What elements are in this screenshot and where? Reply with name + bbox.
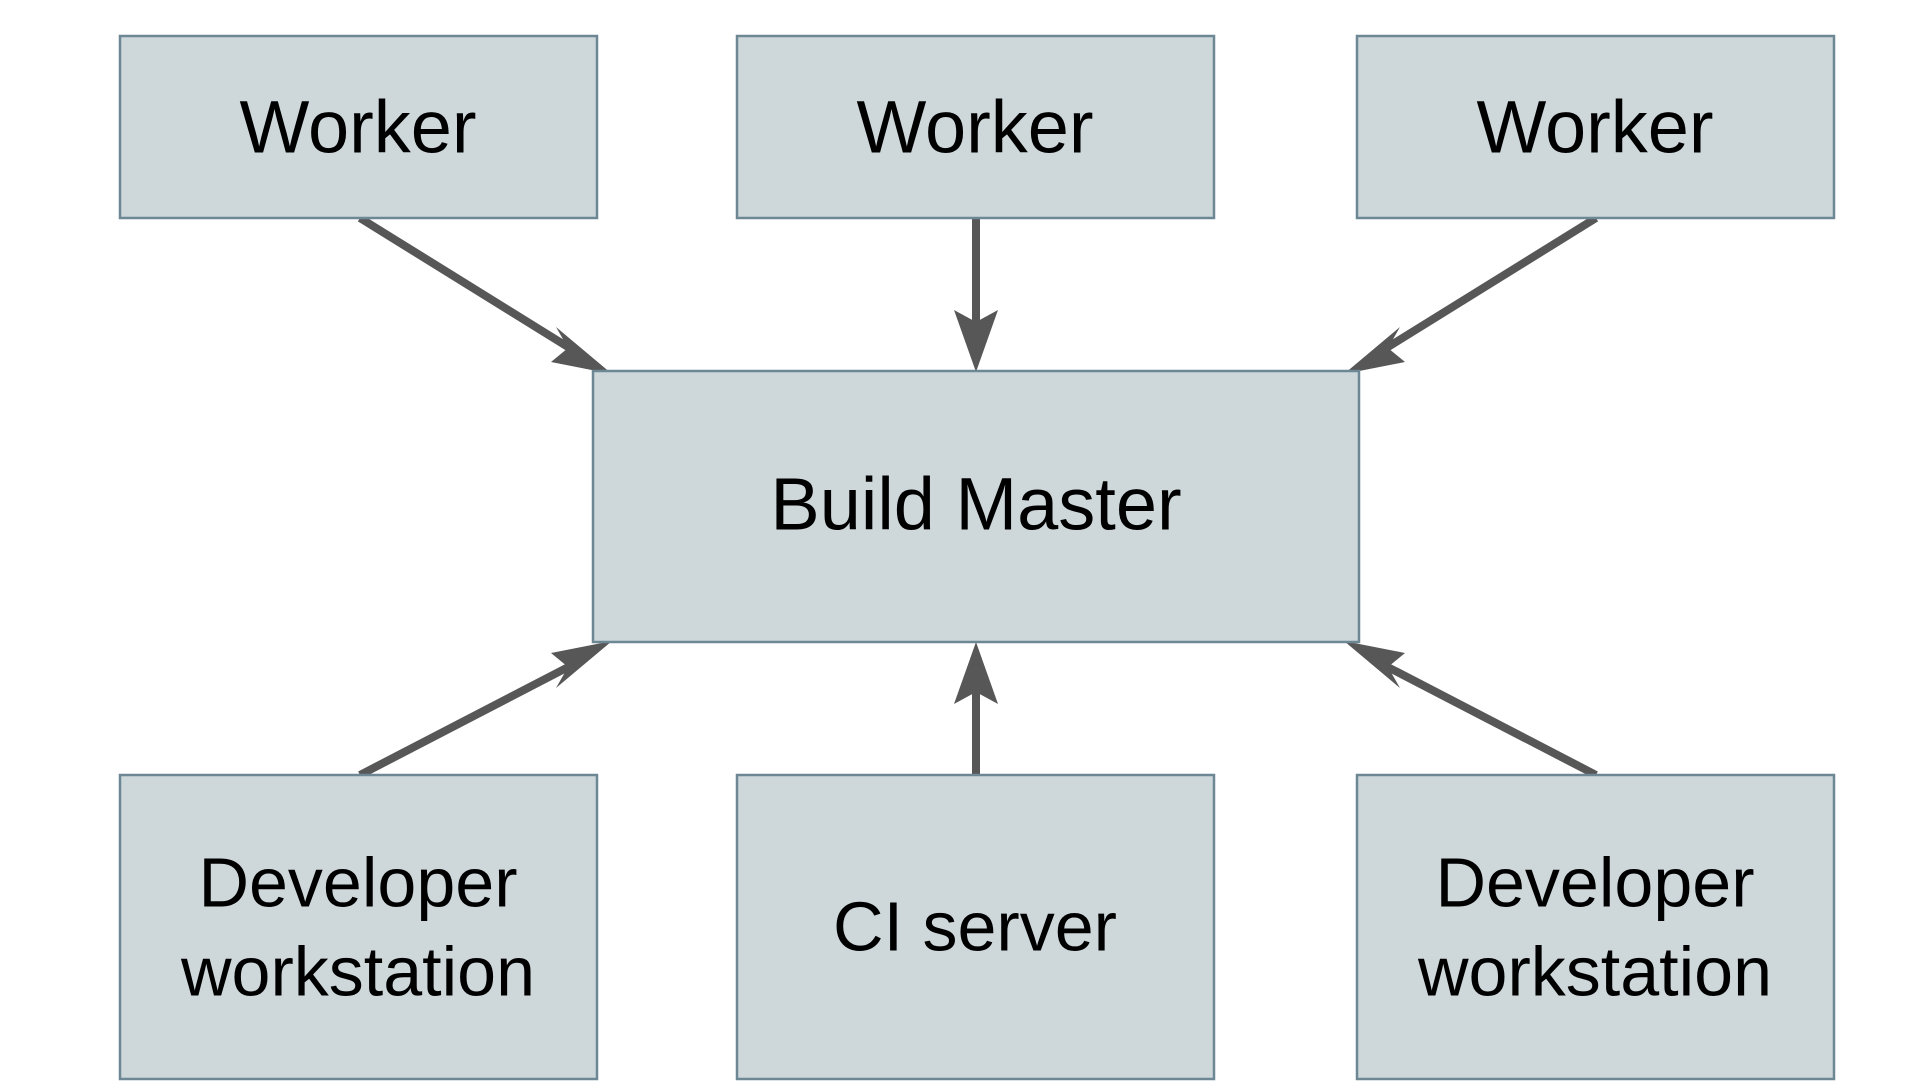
- node-dev-workstation-right-label-line2: workstation: [1417, 932, 1772, 1010]
- node-worker-2-label: Worker: [856, 86, 1093, 169]
- node-dev-workstation-left[interactable]: Developer workstation: [118, 773, 599, 1081]
- node-dev-workstation-left-box[interactable]: [118, 773, 599, 1081]
- node-dev-workstation-right-label-line1: Developer: [1435, 843, 1754, 921]
- node-dev-workstation-left-label-line1: Developer: [198, 843, 517, 921]
- edge-worker1-to-master: [357, 214, 612, 374]
- node-build-master-box[interactable]: [591, 369, 1361, 644]
- node-dev-workstation-right-box[interactable]: [1355, 773, 1836, 1081]
- edge-worker3-to-master: [1344, 214, 1599, 374]
- edge-devleft-to-master: [358, 641, 612, 779]
- node-worker-3-label: Worker: [1476, 86, 1713, 169]
- node-build-master-label: Build Master: [770, 463, 1181, 546]
- node-ci-server-box[interactable]: [735, 773, 1216, 1081]
- node-dev-workstation-right[interactable]: Developer workstation: [1355, 773, 1836, 1081]
- node-worker-2[interactable]: Worker: [735, 34, 1216, 220]
- node-dev-workstation-left-label-line2: workstation: [180, 932, 535, 1010]
- node-ci-server-label: CI server: [833, 887, 1117, 965]
- node-worker-3-box[interactable]: [1355, 34, 1836, 220]
- node-worker-1-box[interactable]: [118, 34, 599, 220]
- node-build-master[interactable]: Build Master: [591, 369, 1361, 644]
- edge-ci-to-master: [954, 642, 998, 775]
- edge-worker2-to-master: [954, 218, 998, 372]
- node-worker-1[interactable]: Worker: [118, 34, 599, 220]
- node-ci-server[interactable]: CI server: [735, 773, 1216, 1081]
- node-worker-1-label: Worker: [239, 86, 476, 169]
- edge-devright-to-master: [1344, 641, 1598, 779]
- node-worker-2-box[interactable]: [735, 34, 1216, 220]
- node-worker-3[interactable]: Worker: [1355, 34, 1836, 220]
